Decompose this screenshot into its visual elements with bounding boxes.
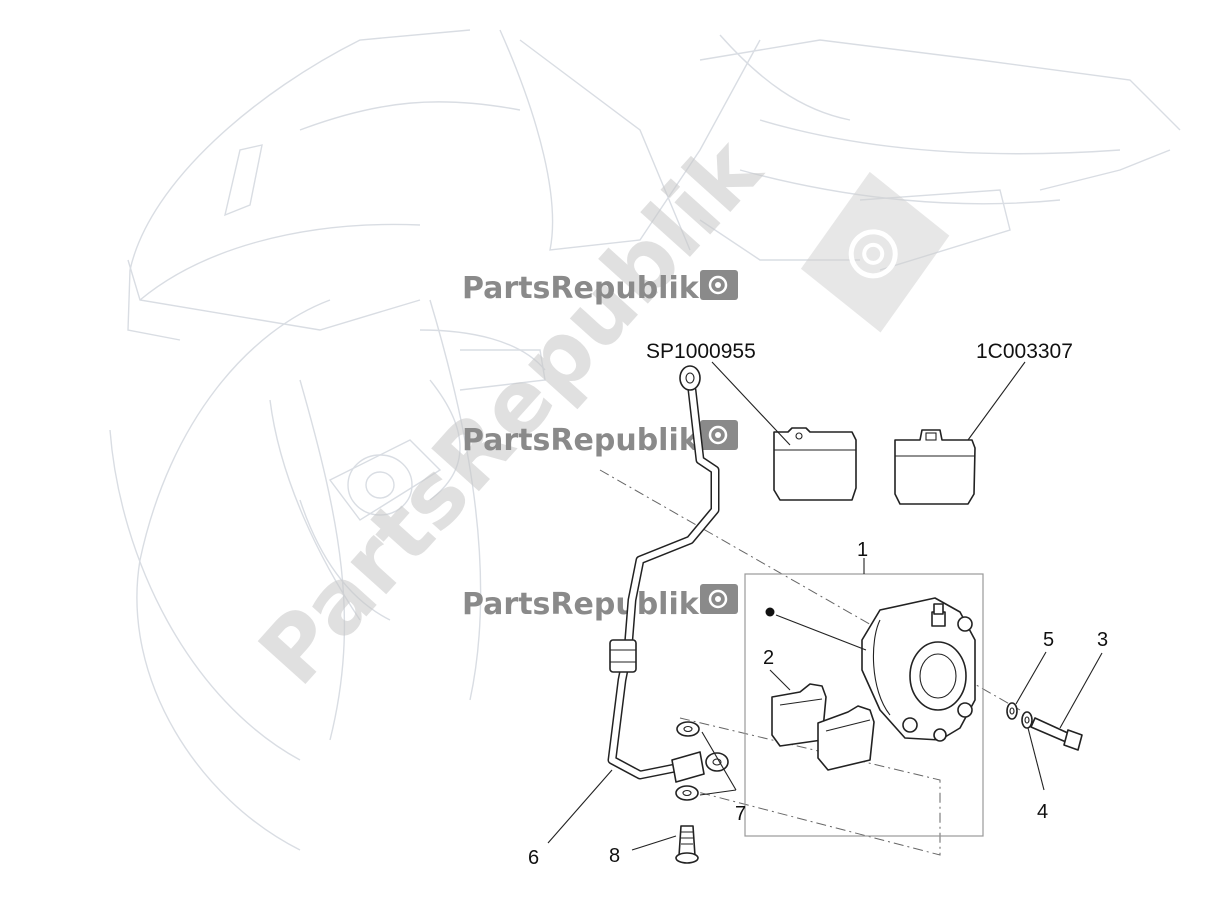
callout-6: 6: [528, 847, 539, 869]
leader-1c003307: [967, 361, 1026, 441]
leader-callout-7b: [699, 789, 737, 796]
watermark-brand-label: PartsRepublik: [462, 271, 700, 306]
brake-caliper: [861, 597, 976, 742]
scooter-ghost-outline: [109, 29, 1181, 851]
part-code-sp1000955: SP1000955: [646, 340, 756, 363]
leader-callout-8: [631, 835, 677, 851]
callout-2: 2: [763, 647, 774, 669]
watermark-small-3: PartsRepublik: [462, 584, 738, 622]
washer-5: [1006, 702, 1018, 720]
brake-pad-1c003307: [894, 429, 976, 505]
assembly-axis-line-lower: [679, 717, 941, 856]
brake-pad-sp1000955: [773, 427, 857, 501]
callout-3: 3: [1097, 629, 1108, 651]
watermark-gear-big: [800, 171, 950, 333]
leader-callout-3: [1059, 652, 1103, 729]
leader-callout-6: [547, 769, 613, 844]
brake-hose: [607, 365, 729, 783]
gear-flag-icon: [700, 420, 738, 450]
callout-4: 4: [1037, 801, 1048, 823]
marker-dot: [765, 607, 775, 617]
washer-7-upper: [676, 721, 700, 737]
leader-callout-4: [1027, 727, 1045, 791]
watermark-brand-label: PartsRepublik: [462, 423, 700, 458]
leader-callout-5: [1015, 651, 1047, 705]
watermark-small-1: PartsRepublik: [462, 270, 738, 306]
leader-callout-2: [769, 669, 791, 691]
watermark-small-2: PartsRepublik: [462, 420, 738, 458]
gear-flag-icon: [700, 584, 738, 614]
callout-1: 1: [857, 539, 868, 561]
washer-4: [1021, 711, 1033, 729]
leader-marker-dot: [775, 614, 867, 651]
washer-7-lower: [675, 785, 699, 801]
callout-8: 8: [609, 845, 620, 867]
callout-7: 7: [735, 803, 746, 825]
leader-sp1000955: [711, 361, 791, 446]
part-code-1c003307: 1C003307: [976, 340, 1073, 363]
gear-flag-icon: [700, 270, 738, 300]
callout-5: 5: [1043, 629, 1054, 651]
banjo-bolt-8: [675, 825, 699, 864]
watermark-brand-label: PartsRepublik: [462, 587, 700, 622]
leader-callout-7a: [701, 731, 737, 791]
bolt-3: [1030, 717, 1083, 751]
brake-pad-kit-2: [771, 683, 875, 771]
